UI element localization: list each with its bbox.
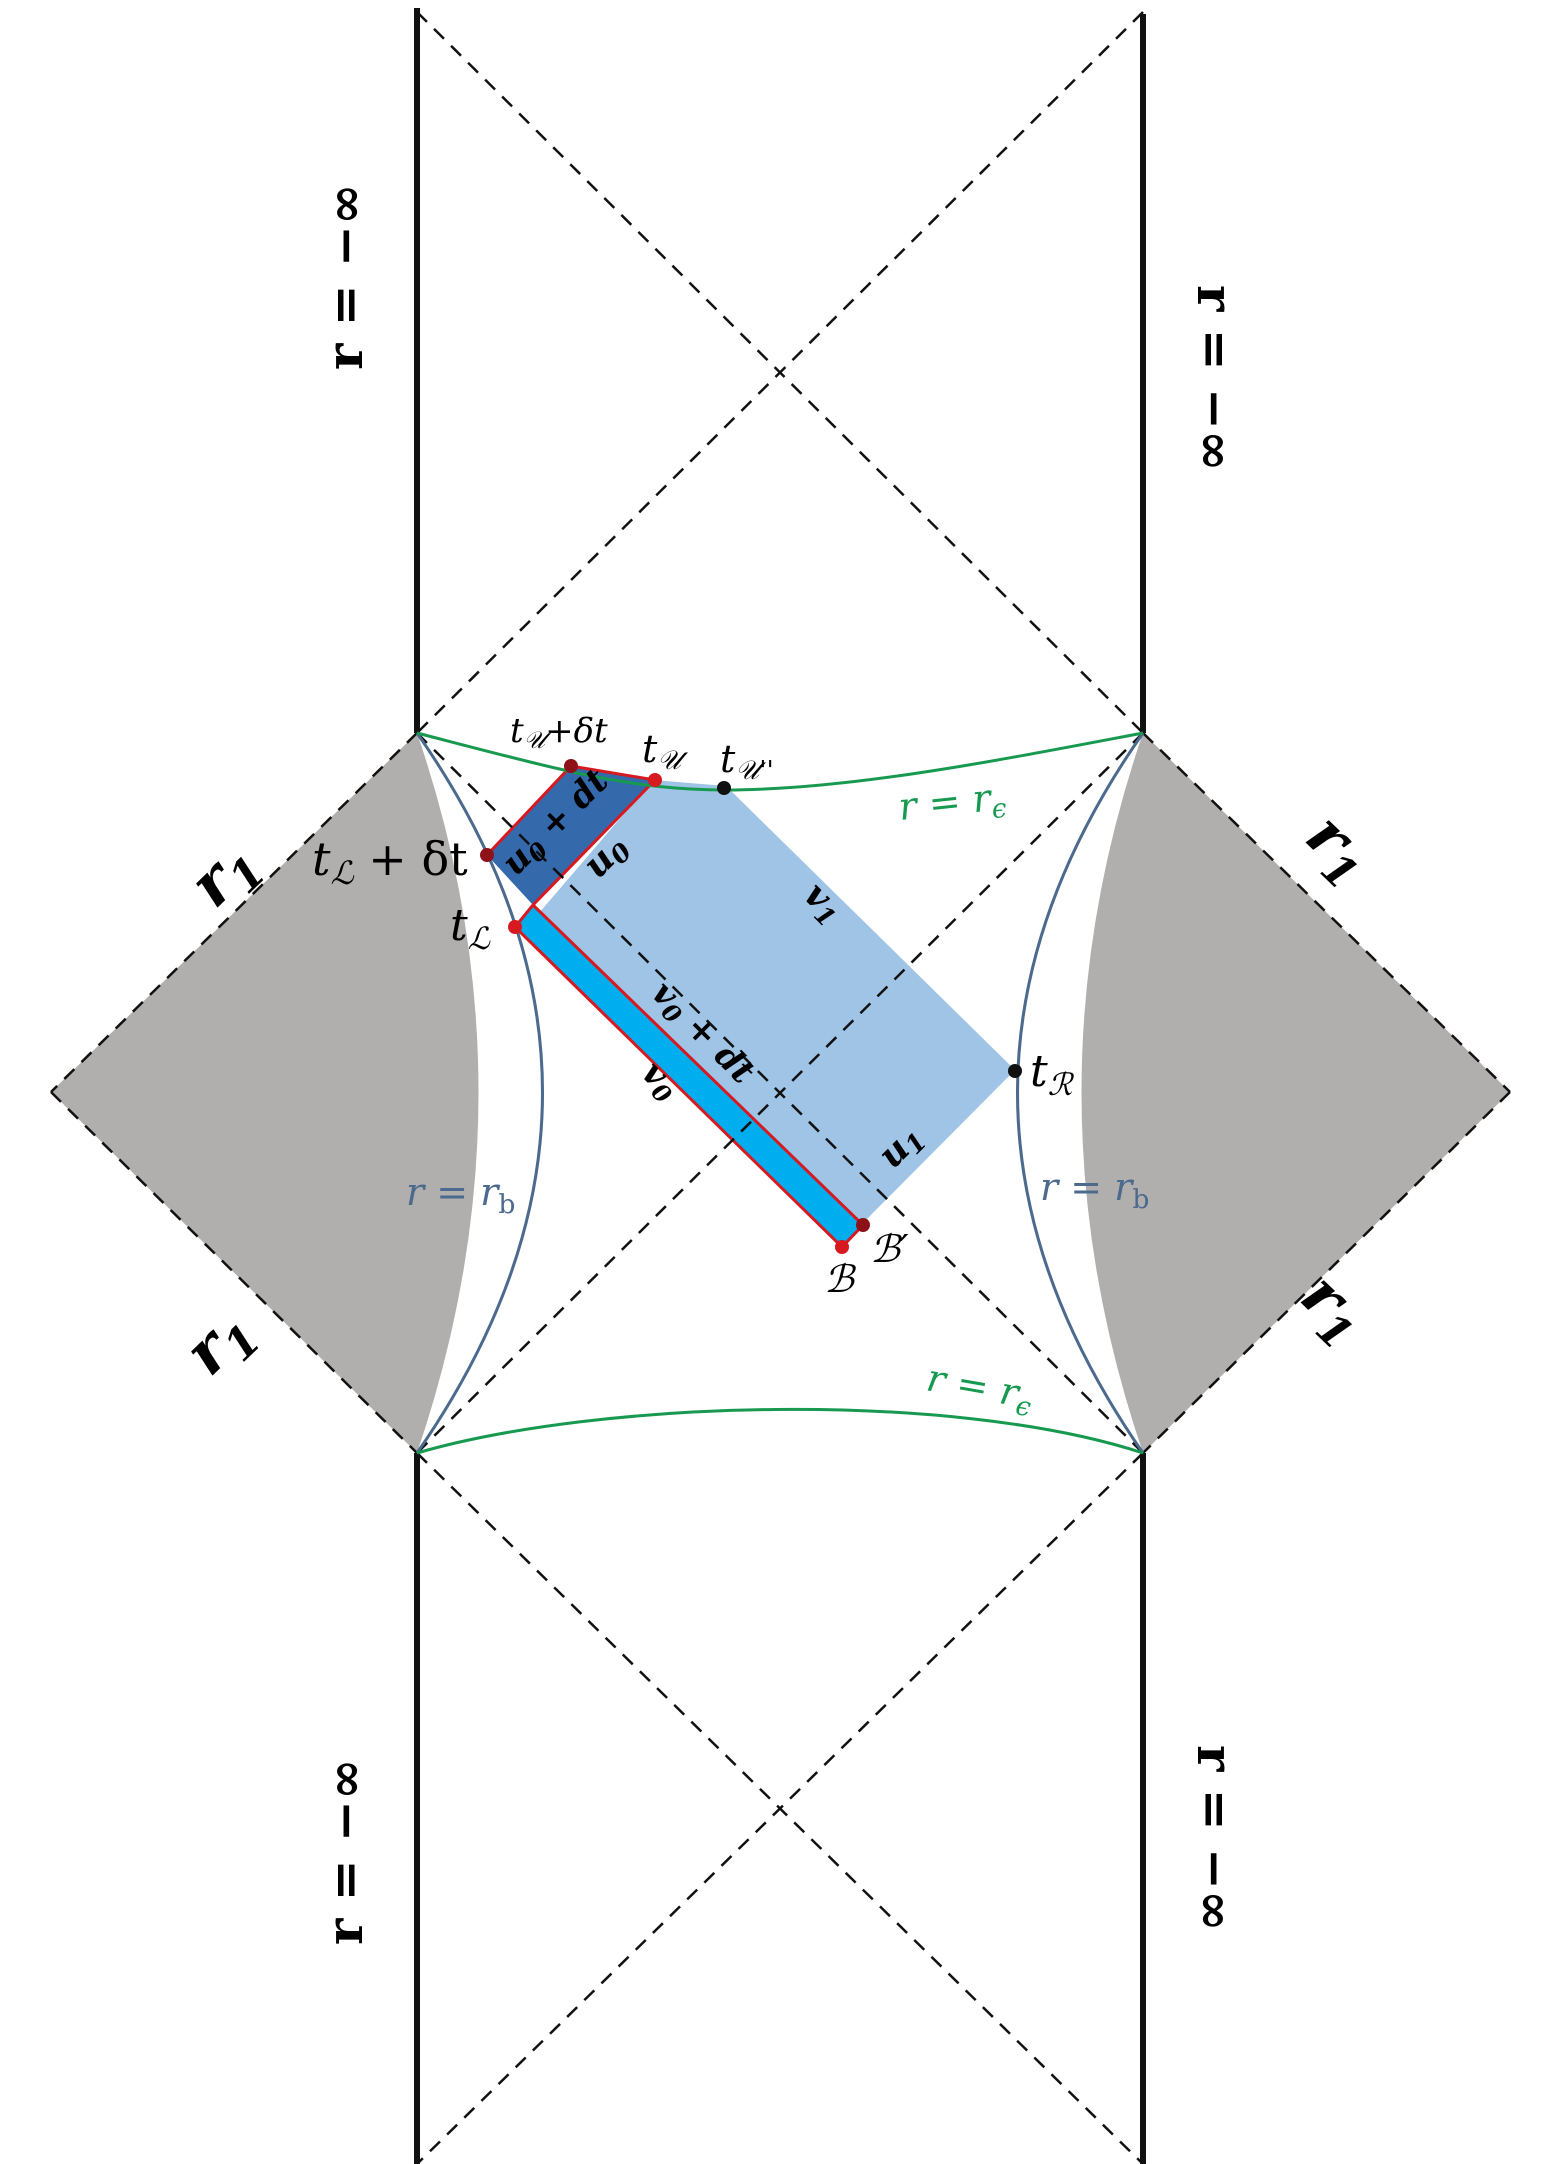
re-curve-bottom	[416, 1407, 1144, 1455]
label-re-bottom: r = rϵ	[922, 1356, 1036, 1424]
point-tU	[648, 773, 662, 787]
label-r-minus-inf-bottom-left: r = −∞	[315, 1758, 374, 1945]
label-re-top: r = rϵ	[896, 774, 1008, 835]
point-Bp	[856, 1218, 870, 1232]
rb-curve-left	[415, 732, 544, 1454]
re-curve-top	[416, 731, 1144, 792]
label-tU-plus-dt: t𝒰+δt	[510, 711, 608, 754]
label-B: ℬ	[824, 1257, 857, 1301]
label-tL: tℒ	[450, 900, 491, 957]
label-Bp: ℬ′	[870, 1227, 909, 1271]
point-tL	[508, 920, 522, 934]
label-r1-bottom-left: r1	[170, 1293, 271, 1395]
label-r-minus-inf-top-left: r = −∞	[315, 183, 374, 370]
point-B	[835, 1240, 849, 1254]
dark-region-outline	[485, 764, 659, 907]
light-blue-region	[533, 780, 1015, 1225]
label-r1-top-right: r1	[1287, 798, 1388, 900]
label-tL-plus-dt: tℒ + δt	[312, 832, 468, 892]
left-shaded-region	[51, 733, 479, 1453]
point-tR	[1008, 1064, 1022, 1078]
label-r-minus-inf-bottom-right: r = −∞	[1186, 1745, 1245, 1932]
label-tR: tℛ	[1030, 1046, 1075, 1103]
label-rb-left: r = rb	[406, 1170, 515, 1220]
label-rb-right: r = rb	[1040, 1165, 1149, 1215]
rb-curve-right	[1016, 732, 1145, 1454]
label-tUpp: t𝒰''	[720, 737, 774, 786]
point-tL-dt	[480, 848, 494, 862]
cyan-strip	[515, 905, 863, 1247]
boundary-lines	[414, 8, 1146, 2164]
right-shaded-region	[1081, 733, 1510, 1453]
dashed-lines	[50, 11, 1511, 2164]
label-tU: t𝒰	[642, 727, 688, 776]
label-r-minus-inf-top-right: r = −∞	[1186, 285, 1245, 472]
dark-blue-region	[487, 766, 655, 905]
point-tU-dt	[564, 759, 578, 773]
point-tUpp	[717, 781, 731, 795]
